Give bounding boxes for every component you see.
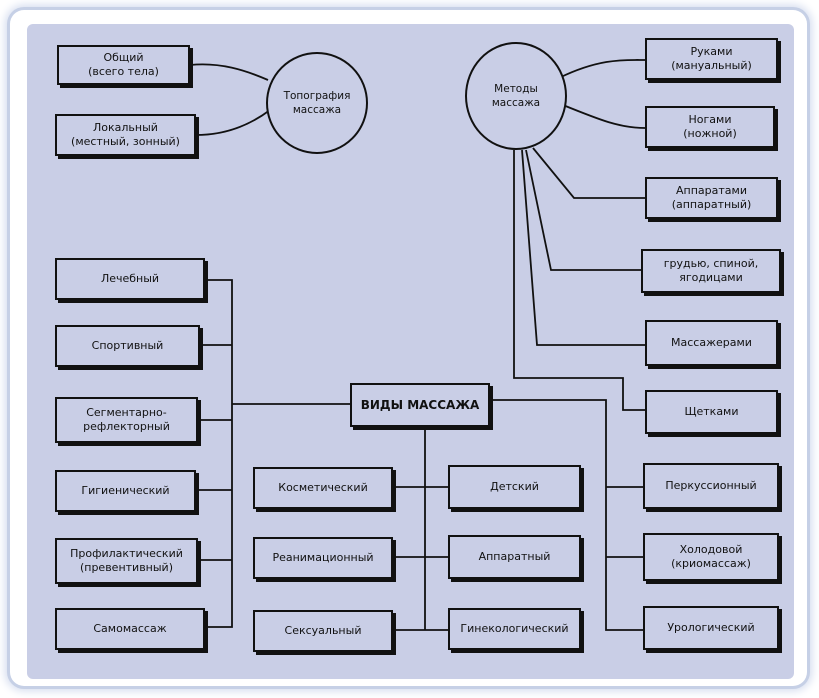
type-sport-box: Спортивный	[55, 325, 200, 367]
method-apparatus-box: Аппаратами (аппаратный)	[645, 177, 778, 219]
type-therapeutic-box: Лечебный	[55, 258, 205, 300]
methods-circle: Методы массажа	[465, 42, 567, 150]
type-gynecological-box: Гинекологический	[448, 608, 581, 650]
method-hands-box: Руками (мануальный)	[645, 38, 778, 80]
method-feet-box: Ногами (ножной)	[645, 106, 775, 148]
type-self-massage-box: Самомассаж	[55, 608, 205, 650]
type-children-box: Детский	[448, 465, 581, 509]
massage-types-title-box: ВИДЫ МАССАЖА	[350, 383, 490, 427]
type-cosmetic-box: Косметический	[253, 467, 393, 509]
type-resuscitation-box: Реанимационный	[253, 537, 393, 579]
method-brushes-box: Щетками	[645, 390, 778, 434]
type-percussion-box: Перкуссионный	[643, 463, 779, 509]
type-hygienic-box: Гигиенический	[55, 470, 196, 512]
topography-local-box: Локальный (местный, зонный)	[55, 114, 196, 156]
topography-general-box: Общий (всего тела)	[57, 45, 190, 85]
type-sexual-box: Сексуальный	[253, 610, 393, 652]
method-massagers-box: Массажерами	[645, 320, 778, 366]
type-urological-box: Урологический	[643, 606, 779, 650]
method-body-box: грудью, спиной, ягодицами	[641, 249, 781, 293]
type-cryo-box: Холодовой (криомассаж)	[643, 533, 779, 581]
type-segmental-box: Сегментарно- рефлекторный	[55, 397, 198, 443]
type-apparatus-box: Аппаратный	[448, 535, 581, 579]
topography-circle: Топография массажа	[266, 52, 368, 154]
type-preventive-box: Профилактический (превентивный)	[55, 538, 198, 584]
